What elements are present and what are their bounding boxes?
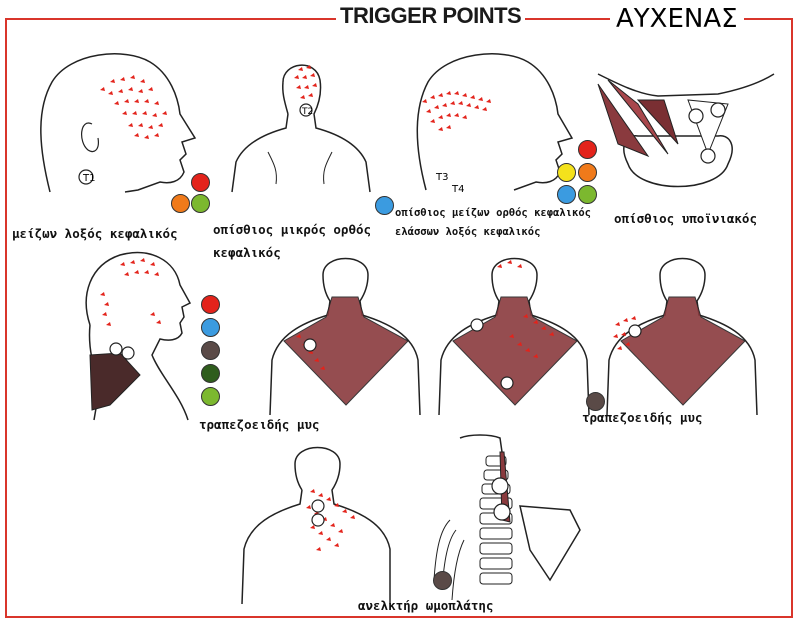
color-dot-dark-grey [586, 392, 605, 411]
pain-pattern-8 [613, 316, 636, 350]
label-obliquus-capitis-major: μείζων λοξός κεφαλικός [12, 226, 178, 241]
color-dot-blue [557, 185, 576, 204]
pain-pattern-6 [296, 334, 325, 370]
label-suboccipital: οπίσθιος υποϊνιακός [614, 211, 757, 226]
back-trapezius-figure-8 [606, 257, 758, 416]
color-dot-dark-grey [201, 341, 220, 360]
color-dot-orange [171, 194, 190, 213]
trigger-marker-t1 [78, 169, 94, 185]
color-dot-orange [578, 163, 597, 182]
label-rectus-capitis-major: οπίσθιος μείζων ορθός κεφαλικός [395, 207, 591, 219]
head-neck-figure-5 [85, 251, 192, 421]
suboccipital-anatomy-figure [597, 73, 775, 188]
color-dot-red [578, 140, 597, 159]
color-dot-green [578, 185, 597, 204]
title-rule-right [566, 18, 606, 20]
back-trapezius-figure-7 [438, 257, 590, 416]
color-dot-green [201, 387, 220, 406]
back-torso-figure-2: T2 [231, 64, 371, 193]
color-dot-dark-grey [433, 571, 452, 590]
label-rectus-capitis-minor-line2: κεφαλικός [213, 245, 281, 260]
label-trapezius-2: τραπεζοειδής μυς [582, 410, 703, 425]
region-title: ΑΥΧΕΝΑΣ [610, 4, 744, 34]
label-rectus-capitis-minor-line1: οπίσθιος μικρός ορθός [213, 222, 372, 237]
color-dot-green [191, 194, 210, 213]
head-side-figure-3: T3 T4 [416, 53, 574, 195]
label-trapezius-1: τραπεζοειδής μυς [199, 417, 320, 432]
color-dot-blue [201, 318, 220, 337]
trigger-label-t3: T3 [435, 172, 448, 183]
title-rule-left [7, 18, 335, 20]
color-dot-yellow [557, 163, 576, 182]
color-dot-red [191, 173, 210, 192]
color-dot-dark-green [201, 364, 220, 383]
back-trapezius-figure-6 [269, 257, 421, 416]
trigger-label-t2: T2 [301, 107, 313, 117]
spine-scapula-anatomy-figure [433, 434, 581, 601]
back-levator-figure-9 [241, 446, 391, 605]
label-levator-scapulae: ανελκτήρ ωμοπλάτης [358, 598, 494, 613]
label-obliquus-capitis-minor: ελάσσων λοξός κεφαλικός [395, 226, 541, 238]
color-dot-red [201, 295, 220, 314]
color-dot-blue [375, 196, 394, 215]
trigger-marker-t2 [299, 103, 313, 117]
trigger-label-t1: T1 [82, 173, 95, 184]
page-title: TRIGGER POINTS [336, 3, 526, 29]
head-side-figure-1: T1 [40, 53, 197, 193]
trigger-label-t4: T4 [451, 184, 464, 195]
